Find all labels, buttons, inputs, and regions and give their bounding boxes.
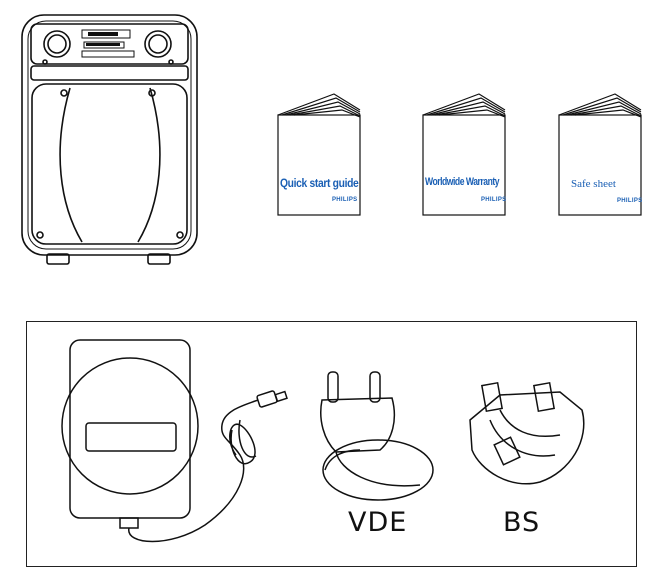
accessories-panel bbox=[26, 321, 637, 567]
booklet-title: Safe sheet bbox=[571, 178, 616, 190]
booklet-icon bbox=[422, 93, 506, 216]
booklet-quick-start: Quick start guide PHILIPS bbox=[274, 80, 364, 220]
booklet-warranty: Worldwide Warranty PHILIPS bbox=[419, 80, 509, 220]
booklet-safe-sheet: Safe sheet PHILIPS bbox=[555, 80, 645, 220]
bs-label: BS bbox=[503, 507, 541, 538]
booklet-title: Quick start guide bbox=[280, 176, 359, 190]
booklet-brand: PHILIPS bbox=[332, 197, 358, 203]
booklet-brand: PHILIPS bbox=[617, 198, 643, 204]
booklet-brand: PHILIPS bbox=[481, 197, 507, 203]
vde-label: VDE bbox=[348, 507, 408, 538]
booklet-icon bbox=[558, 93, 642, 216]
booklet-icon bbox=[277, 93, 361, 216]
booklet-title: Worldwide Warranty bbox=[425, 176, 500, 188]
